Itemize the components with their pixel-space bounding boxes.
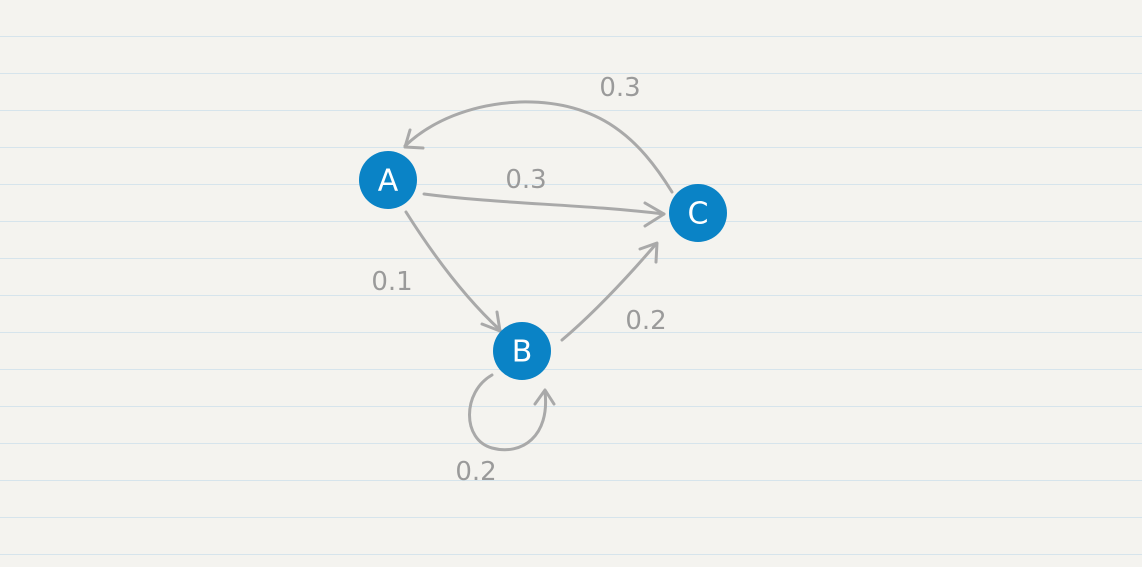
edge-a-to-b-line — [404, 210, 502, 332]
edge-c-to-a-line — [403, 100, 674, 194]
node-b-circle — [493, 322, 551, 380]
edge-c-to-a — [403, 100, 674, 194]
edge-c-to-a-arrowhead — [403, 128, 425, 150]
edge-a-to-c-line — [422, 192, 666, 216]
edge-b-to-b-arrowhead — [533, 388, 556, 406]
edge-a-to-b-arrowhead — [480, 310, 502, 333]
edge-a-to-c — [422, 192, 666, 228]
node-a: A — [359, 151, 417, 209]
edge-b-to-b-line — [468, 373, 548, 452]
node-b: B — [493, 322, 551, 380]
weight-label-a-to-b: 0.1 — [371, 267, 412, 297]
weight-label-c-to-a: 0.3 — [599, 73, 640, 103]
edge-a-to-b — [404, 210, 502, 333]
edge-b-to-c-line — [560, 242, 658, 342]
weight-label-a-to-c: 0.3 — [505, 165, 546, 195]
node-a-label: A — [378, 164, 399, 199]
edge-b-to-b — [468, 373, 556, 452]
weight-label-b-to-c: 0.2 — [625, 306, 666, 336]
node-c-label: C — [688, 197, 709, 232]
edge-b-to-c-arrowhead — [638, 241, 659, 264]
weight-label-b-to-b: 0.2 — [455, 457, 496, 487]
edge-b-to-c — [560, 241, 659, 342]
node-c: C — [669, 184, 727, 242]
node-b-label: B — [512, 335, 533, 370]
node-c-circle — [669, 184, 727, 242]
edge-a-to-c-arrowhead — [643, 201, 666, 228]
node-a-circle — [359, 151, 417, 209]
